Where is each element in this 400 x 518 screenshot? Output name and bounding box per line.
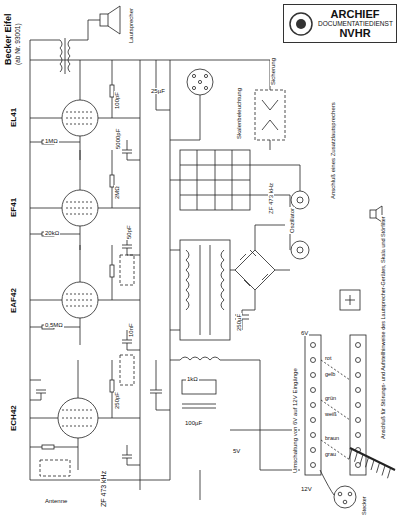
part-name: Stecker bbox=[362, 495, 368, 516]
stamp-text: ARCHIEF bbox=[318, 8, 392, 20]
component-value: 20kΩ bbox=[44, 230, 60, 236]
wire-color: weiß bbox=[324, 412, 338, 418]
tube-symbols bbox=[30, 60, 140, 470]
stamp-logo bbox=[288, 11, 314, 37]
component-value: 250µF bbox=[236, 313, 242, 332]
component-value: 25µF bbox=[150, 88, 166, 94]
if-transformers bbox=[40, 255, 134, 476]
terminal-block bbox=[170, 150, 280, 210]
output-sockets bbox=[280, 165, 309, 259]
archive-stamp: ARCHIEFDOCUMENTATIEDIENSTNVHR bbox=[283, 4, 397, 43]
component-value: 1kΩ bbox=[186, 376, 199, 382]
wire-color: rot bbox=[324, 356, 332, 362]
frequency-label: ZF 473 kHz bbox=[268, 182, 274, 215]
terminal-strips bbox=[305, 335, 366, 475]
component-value: 250pF bbox=[114, 391, 120, 410]
dial-plug bbox=[170, 69, 213, 140]
tube-label: EF41 bbox=[10, 197, 18, 218]
component-value: 1MΩ bbox=[44, 138, 59, 144]
frequency-label: ZF 473 kHz bbox=[100, 470, 107, 508]
comb-terminal bbox=[349, 448, 395, 478]
power-transformer bbox=[170, 240, 230, 340]
wire-color: grün bbox=[324, 396, 337, 402]
stamp-text: DOCUMENTATIEDIENST bbox=[318, 20, 392, 27]
stamp-text: NVHR bbox=[318, 27, 392, 39]
tube-label: ECH42 bbox=[10, 404, 18, 432]
speaker-symbol bbox=[88, 6, 120, 34]
wire-color: gelb bbox=[324, 372, 336, 378]
component-value: 10nF bbox=[128, 322, 134, 338]
tube-label: EL41 bbox=[10, 107, 18, 128]
part-name: Oszillator bbox=[289, 207, 295, 234]
voltage-label: 6V bbox=[300, 330, 309, 336]
voltage-label: 12V bbox=[300, 486, 313, 492]
supply-plug bbox=[320, 470, 356, 508]
note-text: Anschluß eines Zusatzlautsprechers bbox=[330, 101, 336, 200]
output-transformer bbox=[30, 20, 88, 74]
wire-color: grau bbox=[324, 452, 337, 458]
title-text: Becker Eifel bbox=[4, 12, 13, 66]
loudspeaker-icons bbox=[340, 206, 382, 310]
part-name: Lautsprecher bbox=[128, 7, 134, 44]
component-value: 2MΩ bbox=[114, 185, 120, 200]
vibrator-symbol bbox=[250, 60, 285, 150]
serial-note: (ab Nr. 93001) bbox=[15, 22, 22, 66]
component-value: 5000pF bbox=[115, 128, 121, 150]
filter-choke bbox=[170, 357, 260, 408]
note-text: Skalenbeleuchtung bbox=[236, 87, 242, 140]
part-name: Sicherung bbox=[270, 57, 276, 86]
tube-label: EAF42 bbox=[10, 287, 18, 314]
part-name: Antenne bbox=[44, 498, 68, 504]
component-value: 100µF bbox=[184, 420, 203, 426]
component-value: 0,5MΩ bbox=[44, 322, 64, 328]
note-text: Umschaltung von 6V auf 12V Eingänge bbox=[292, 367, 298, 474]
component-value: 50pF bbox=[126, 224, 132, 240]
voltage-label: 5V bbox=[232, 448, 241, 454]
passive-components bbox=[30, 60, 170, 465]
component-value: 100pF bbox=[114, 91, 120, 110]
wire-color: braun bbox=[324, 436, 340, 442]
note-text: Anschluß für Störungs- und Aufstellhinwe… bbox=[381, 215, 387, 440]
